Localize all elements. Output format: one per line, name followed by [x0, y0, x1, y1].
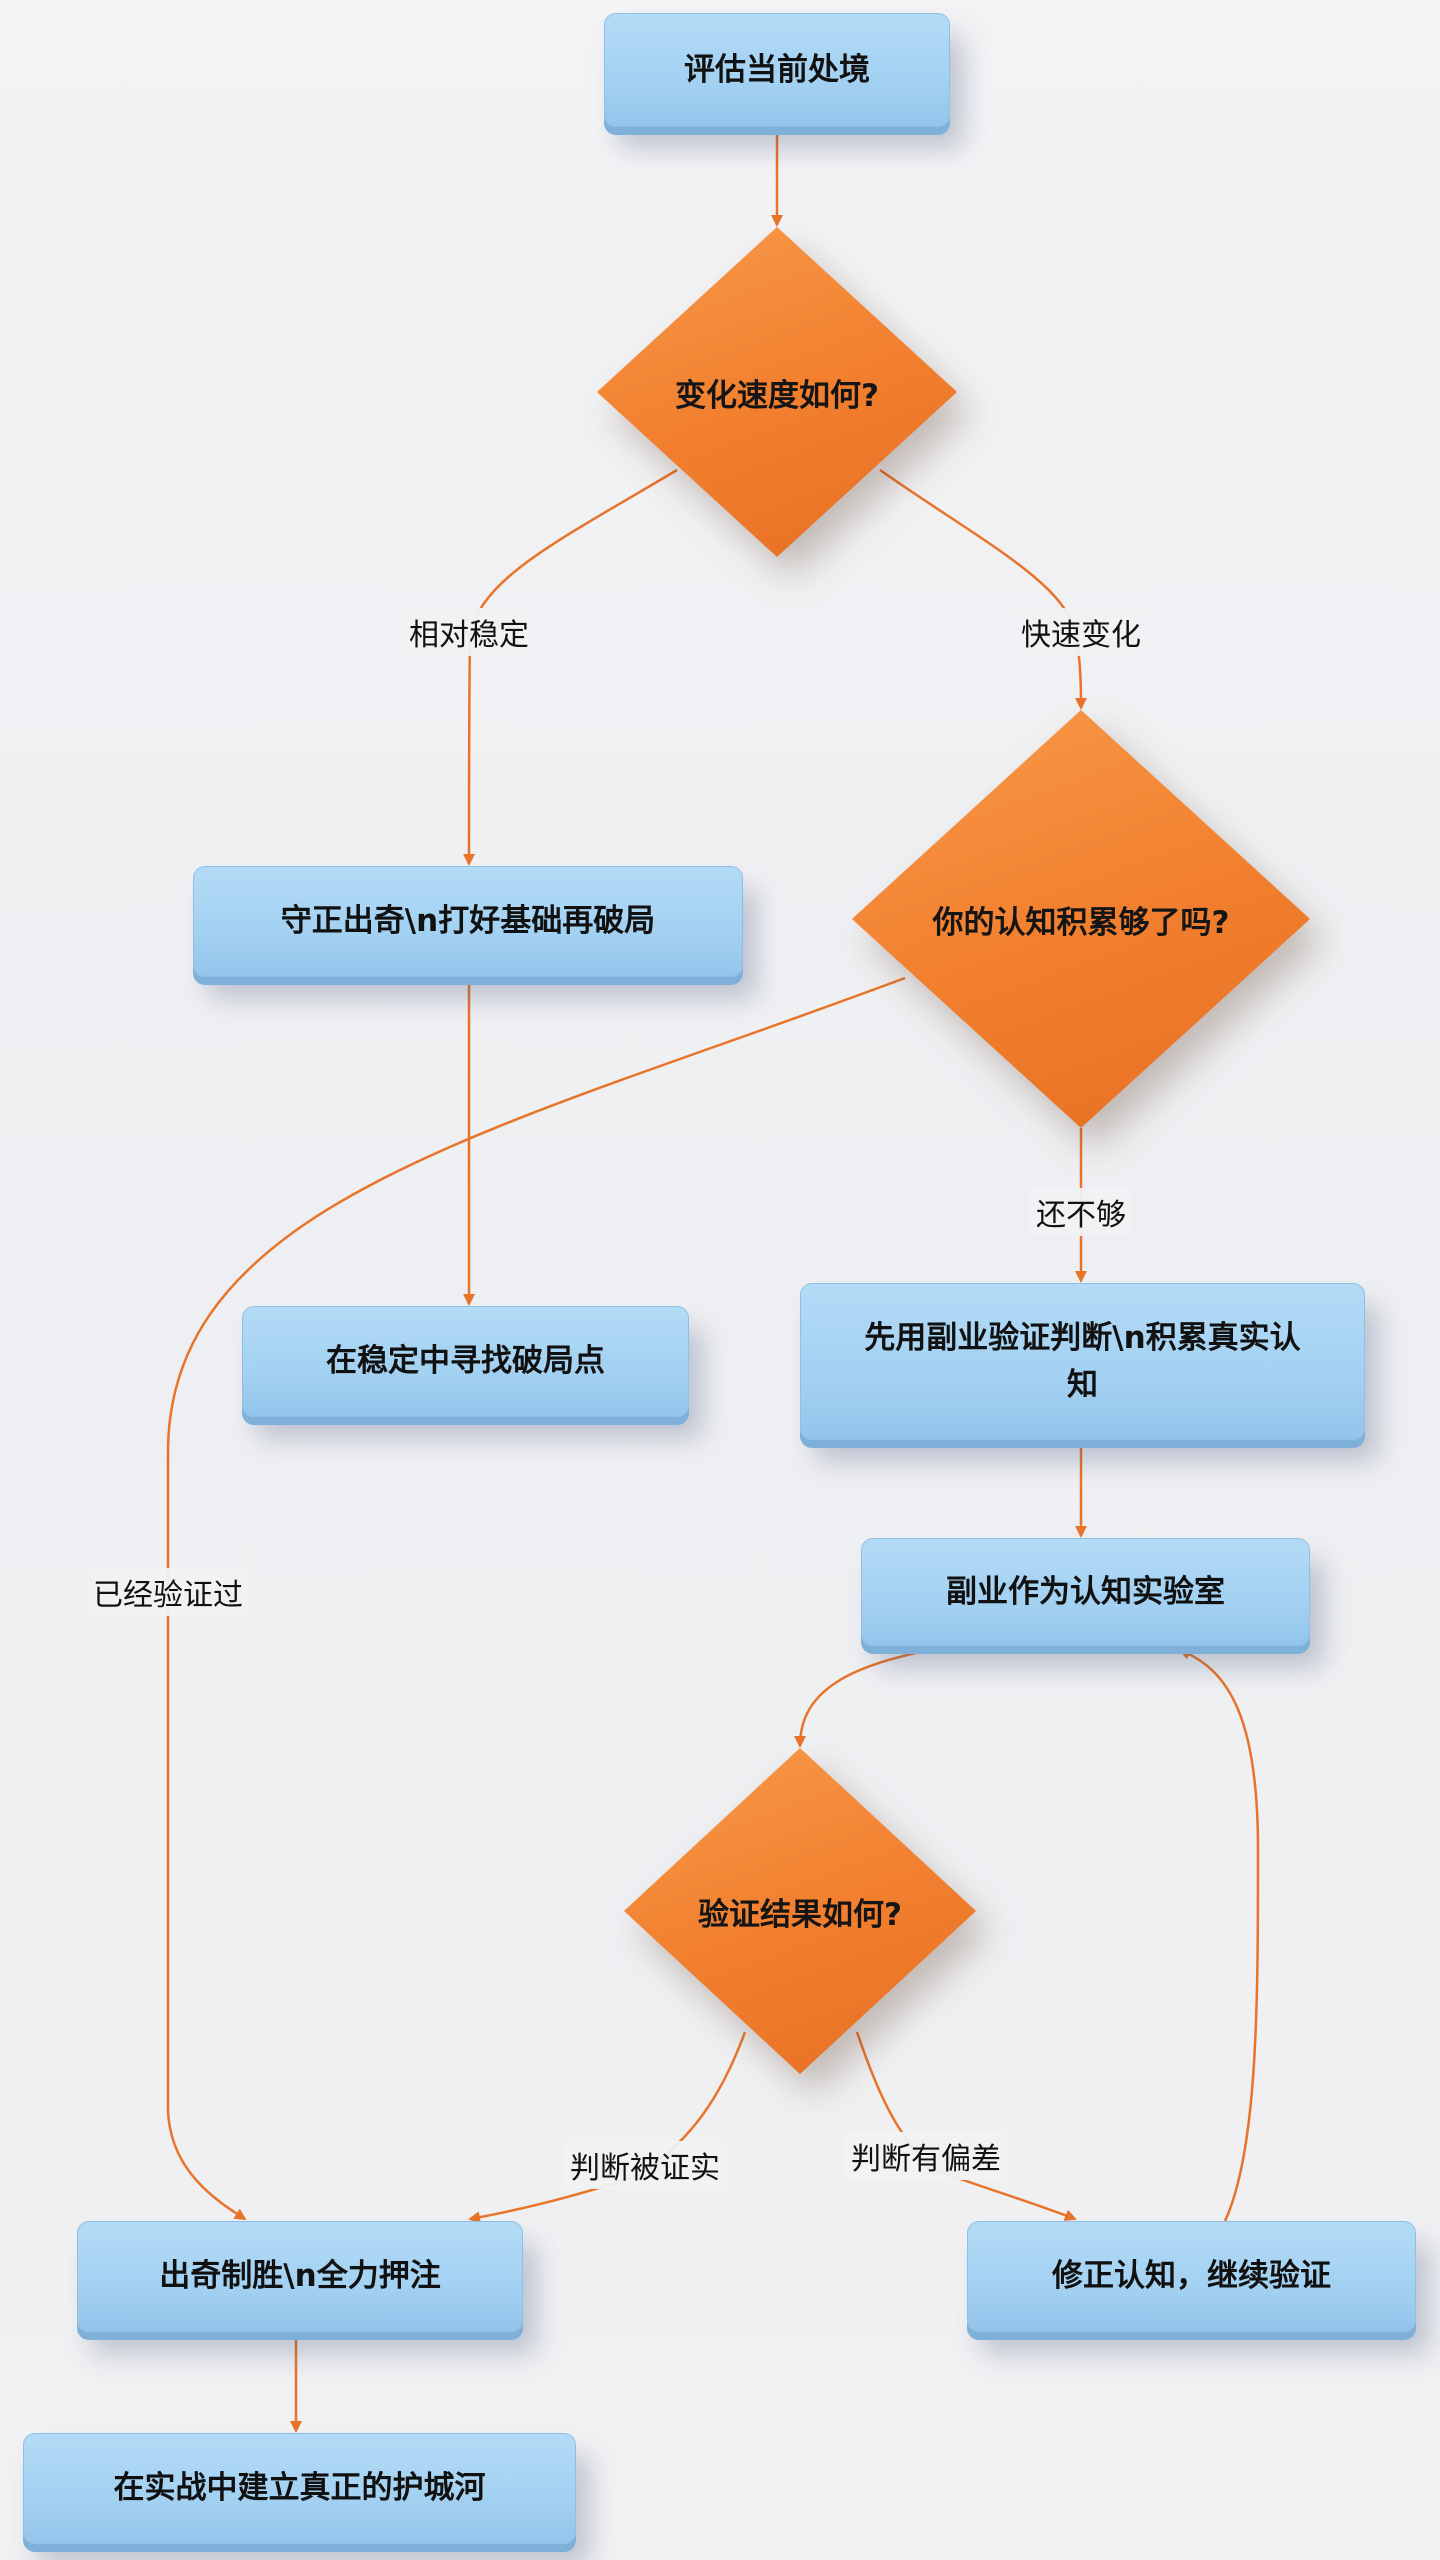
decision-change-speed: 变化速度如何?	[597, 227, 957, 557]
node-correct-cognition: 修正认知，继续验证	[967, 2221, 1416, 2332]
node-all-in: 出奇制胜\n全力押注	[77, 2221, 523, 2332]
edge-n5-d3	[794, 1646, 941, 1748]
node-cognition-lab: 副业作为认知实验室	[861, 1538, 1310, 1646]
edge-d1-d2	[879, 468, 1087, 710]
edge-label-biased: 判断有偏差	[845, 2132, 1007, 2180]
edge-label-stable: 相对稳定	[403, 608, 535, 656]
decision-label: 你的认知积累够了吗?	[932, 904, 1230, 941]
decision-label: 验证结果如何?	[698, 1896, 902, 1933]
node-side-business-verify: 先用副业验证判断\n积累真实认知	[800, 1283, 1365, 1440]
decision-label: 变化速度如何?	[675, 377, 879, 414]
decision-cognition-enough: 你的认知积累够了吗?	[852, 710, 1310, 1128]
edge-label-verified-already: 已经验证过	[87, 1568, 249, 1616]
edge-label-confirmed: 判断被证实	[564, 2141, 726, 2189]
edge-label-not-enough: 还不够	[1030, 1188, 1132, 1236]
edge-n7-n5	[1178, 1648, 1260, 2222]
edge-label-fast: 快速变化	[1015, 608, 1147, 656]
edge-d2-n6	[166, 976, 906, 2221]
node-assess-situation: 评估当前处境	[604, 13, 950, 127]
node-steady-foundation: 守正出奇\n打好基础再破局	[193, 866, 743, 977]
decision-verify-result: 验证结果如何?	[624, 1748, 976, 2074]
node-build-moat: 在实战中建立真正的护城河	[23, 2433, 576, 2544]
node-find-breakthrough: 在稳定中寻找破局点	[242, 1306, 689, 1417]
